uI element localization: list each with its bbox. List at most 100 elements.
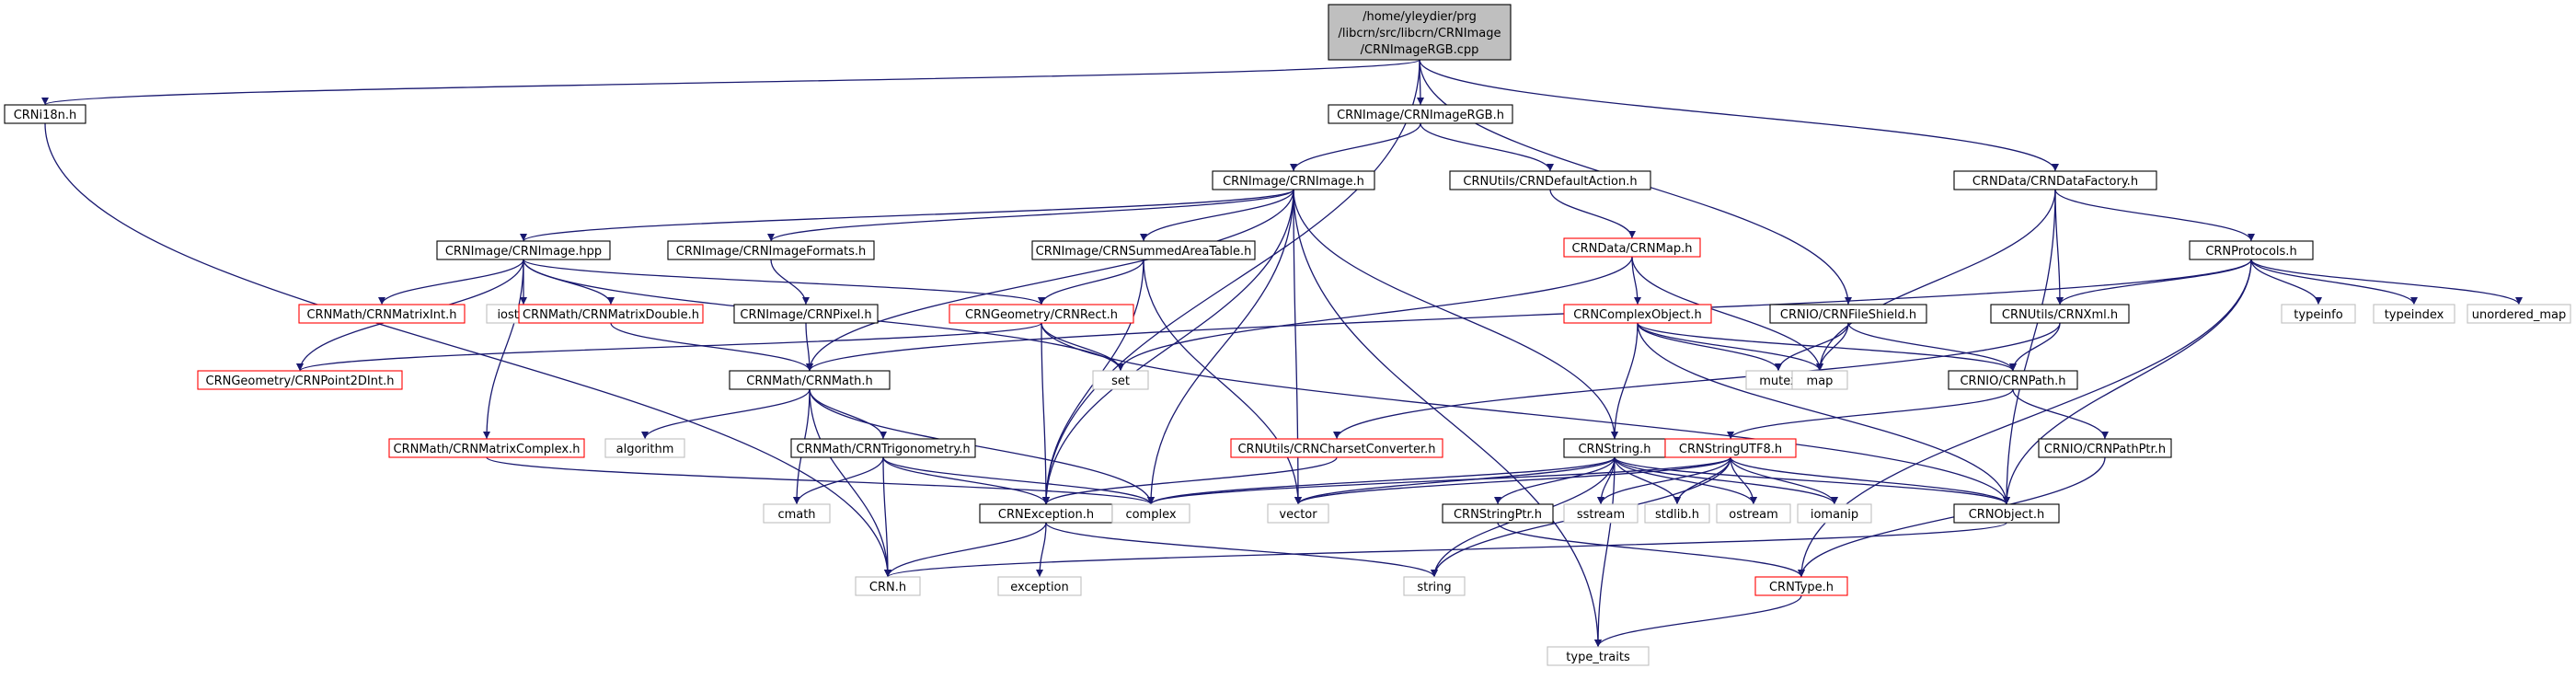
node-box-matrixdouble: [518, 304, 704, 324]
edge-math_h-to-crn_h: [809, 388, 891, 578]
node-label-complex: complex: [1125, 508, 1176, 522]
edge-stringutf8-to-object: [1730, 456, 2010, 505]
edge-stringutf8-to-sstream: [1597, 456, 1731, 505]
node-map_h[interactable]: CRNData/CRNMap.h: [1563, 237, 1701, 258]
node-label-root-line-2: /libcrn/src/libcrn/CRNImage: [1338, 27, 1501, 40]
edge-map_h-to-set: [1117, 256, 1633, 372]
node-imageformats[interactable]: CRNImage/CRNImageFormats.h: [667, 240, 875, 260]
node-box-set: [1092, 370, 1149, 390]
node-label-image_hpp: CRNImage/CRNImage.hpp: [445, 245, 602, 259]
node-box-image_h: [1212, 170, 1375, 190]
node-matrixint[interactable]: CRNMath/CRNMatrixInt.h: [298, 304, 466, 324]
node-label-ostream: ostream: [1729, 508, 1778, 522]
node-label-fileshield: CRNIO/CRNFileShield.h: [1780, 308, 1916, 322]
node-label-set: set: [1111, 375, 1130, 388]
node-exception: exception: [997, 576, 1082, 596]
node-box-algorithm: [604, 438, 685, 458]
node-box-typeinfo: [2281, 304, 2356, 324]
edge-root-to-exception_h: [1042, 59, 1420, 505]
node-root[interactable]: /home/yleydier/prg/libcrn/src/libcrn/CRN…: [1328, 4, 1512, 61]
edge-complexobject-to-object: [1637, 322, 2010, 505]
edge-matrixdouble-to-math_h: [610, 322, 813, 372]
node-box-rect: [949, 304, 1134, 324]
edge-datafactory-to-map: [1816, 189, 2056, 372]
edge-summedarea-to-vector: [1143, 259, 1302, 505]
node-box-string: [1403, 576, 1466, 596]
node-box-imageformats: [667, 240, 875, 260]
node-label-map: map: [1807, 375, 1834, 388]
edge-summedarea-to-rect: [1038, 259, 1144, 305]
node-i18n[interactable]: CRNi18n.h: [4, 104, 86, 124]
edge-fileshield-to-mutex: [1775, 322, 1849, 372]
node-label-exception_h: CRNException.h: [998, 508, 1094, 522]
edge-protocols-to-typeinfo: [2250, 259, 2322, 305]
node-label-complexobject: CRNComplexObject.h: [1573, 308, 1702, 322]
node-label-exception: exception: [1010, 581, 1069, 594]
edge-image_hpp-to-matrixint: [378, 259, 524, 305]
node-pixel[interactable]: CRNImage/CRNPixel.h: [733, 304, 879, 324]
edge-protocols-to-typeindex: [2250, 259, 2418, 305]
node-box-complexobject: [1563, 304, 1712, 324]
node-xml[interactable]: CRNUtils/CRNXml.h: [1990, 304, 2130, 324]
node-defaultaction[interactable]: CRNUtils/CRNDefaultAction.h: [1449, 170, 1651, 190]
node-rect[interactable]: CRNGeometry/CRNRect.h: [949, 304, 1134, 324]
nodes-layer: /home/yleydier/prg/libcrn/src/libcrn/CRN…: [4, 4, 2571, 666]
node-summedarea[interactable]: CRNImage/CRNSummedAreaTable.h: [1031, 240, 1256, 260]
node-fileshield[interactable]: CRNIO/CRNFileShield.h: [1769, 304, 1927, 324]
node-label-charsetconverter: CRNUtils/CRNCharsetConverter.h: [1237, 443, 1435, 456]
node-string_h[interactable]: CRNString.h: [1563, 438, 1666, 458]
edge-path-to-stringutf8: [1727, 388, 2014, 440]
edge-type_h-to-type_traits: [1594, 594, 1802, 648]
edge-datafactory-to-object: [2003, 189, 2056, 505]
node-complexobject[interactable]: CRNComplexObject.h: [1563, 304, 1712, 324]
node-box-pathptr: [2038, 438, 2172, 458]
node-box-pixel: [733, 304, 879, 324]
node-label-pixel: CRNImage/CRNPixel.h: [740, 308, 871, 322]
node-box-trigonometry: [790, 438, 976, 458]
edge-string_h-to-iomanip: [1614, 456, 1838, 505]
node-datafactory[interactable]: CRNData/CRNDataFactory.h: [1953, 170, 2157, 190]
node-stringutf8[interactable]: CRNStringUTF8.h: [1664, 438, 1797, 458]
node-image_hpp[interactable]: CRNImage/CRNImage.hpp: [436, 240, 611, 260]
edge-datafactory-to-protocols: [2054, 189, 2255, 242]
node-set: set: [1092, 370, 1149, 390]
node-box-stringutf8: [1664, 438, 1797, 458]
node-label-imageformats: CRNImage/CRNImageFormats.h: [676, 245, 866, 259]
node-label-iomanip: iomanip: [1811, 508, 1858, 522]
node-box-point2dint: [197, 370, 403, 390]
edge-stringutf8-to-iomanip: [1730, 456, 1838, 505]
edge-root-to-datafactory: [1419, 59, 2059, 172]
node-charsetconverter[interactable]: CRNUtils/CRNCharsetConverter.h: [1230, 438, 1443, 458]
node-matrixdouble[interactable]: CRNMath/CRNMatrixDouble.h: [518, 304, 704, 324]
node-trigonometry[interactable]: CRNMath/CRNTrigonometry.h: [790, 438, 976, 458]
edge-rect-to-point2dint: [296, 322, 1042, 372]
node-box-matrixcomplex: [388, 438, 585, 458]
edge-complexobject-to-map: [1637, 322, 1823, 372]
node-imagergb_h[interactable]: CRNImage/CRNImageRGB.h: [1328, 104, 1513, 124]
edge-image_h-to-complex: [1147, 189, 1294, 505]
node-object[interactable]: CRNObject.h: [1953, 503, 2060, 524]
node-label-image_h: CRNImage/CRNImage.h: [1223, 175, 1364, 189]
node-box-iomanip: [1797, 503, 1872, 524]
edge-complexobject-to-path: [1637, 322, 2017, 372]
node-box-ostream: [1716, 503, 1791, 524]
node-image_h[interactable]: CRNImage/CRNImage.h: [1212, 170, 1375, 190]
node-math_h[interactable]: CRNMath/CRNMath.h: [729, 370, 891, 390]
node-exception_h[interactable]: CRNException.h: [979, 503, 1113, 524]
node-protocols[interactable]: CRNProtocols.h: [2189, 240, 2314, 260]
edge-trigonometry-to-cmath: [793, 456, 884, 505]
edge-fileshield-to-path: [1847, 322, 2017, 372]
edge-complexobject-to-mutex: [1637, 322, 1782, 372]
node-point2dint[interactable]: CRNGeometry/CRNPoint2DInt.h: [197, 370, 403, 390]
node-type_h[interactable]: CRNType.h: [1754, 576, 1848, 596]
node-pathptr[interactable]: CRNIO/CRNPathPtr.h: [2038, 438, 2172, 458]
edge-xml-to-charsetconverter: [1333, 322, 2061, 440]
node-box-imagergb_h: [1328, 104, 1513, 124]
node-box-stringptr: [1442, 503, 1554, 524]
node-path[interactable]: CRNIO/CRNPath.h: [1948, 370, 2078, 390]
node-typeinfo: typeinfo: [2281, 304, 2356, 324]
node-matrixcomplex[interactable]: CRNMath/CRNMatrixComplex.h: [388, 438, 585, 458]
node-stringptr[interactable]: CRNStringPtr.h: [1442, 503, 1554, 524]
edge-pixel-to-math_h: [805, 322, 813, 372]
